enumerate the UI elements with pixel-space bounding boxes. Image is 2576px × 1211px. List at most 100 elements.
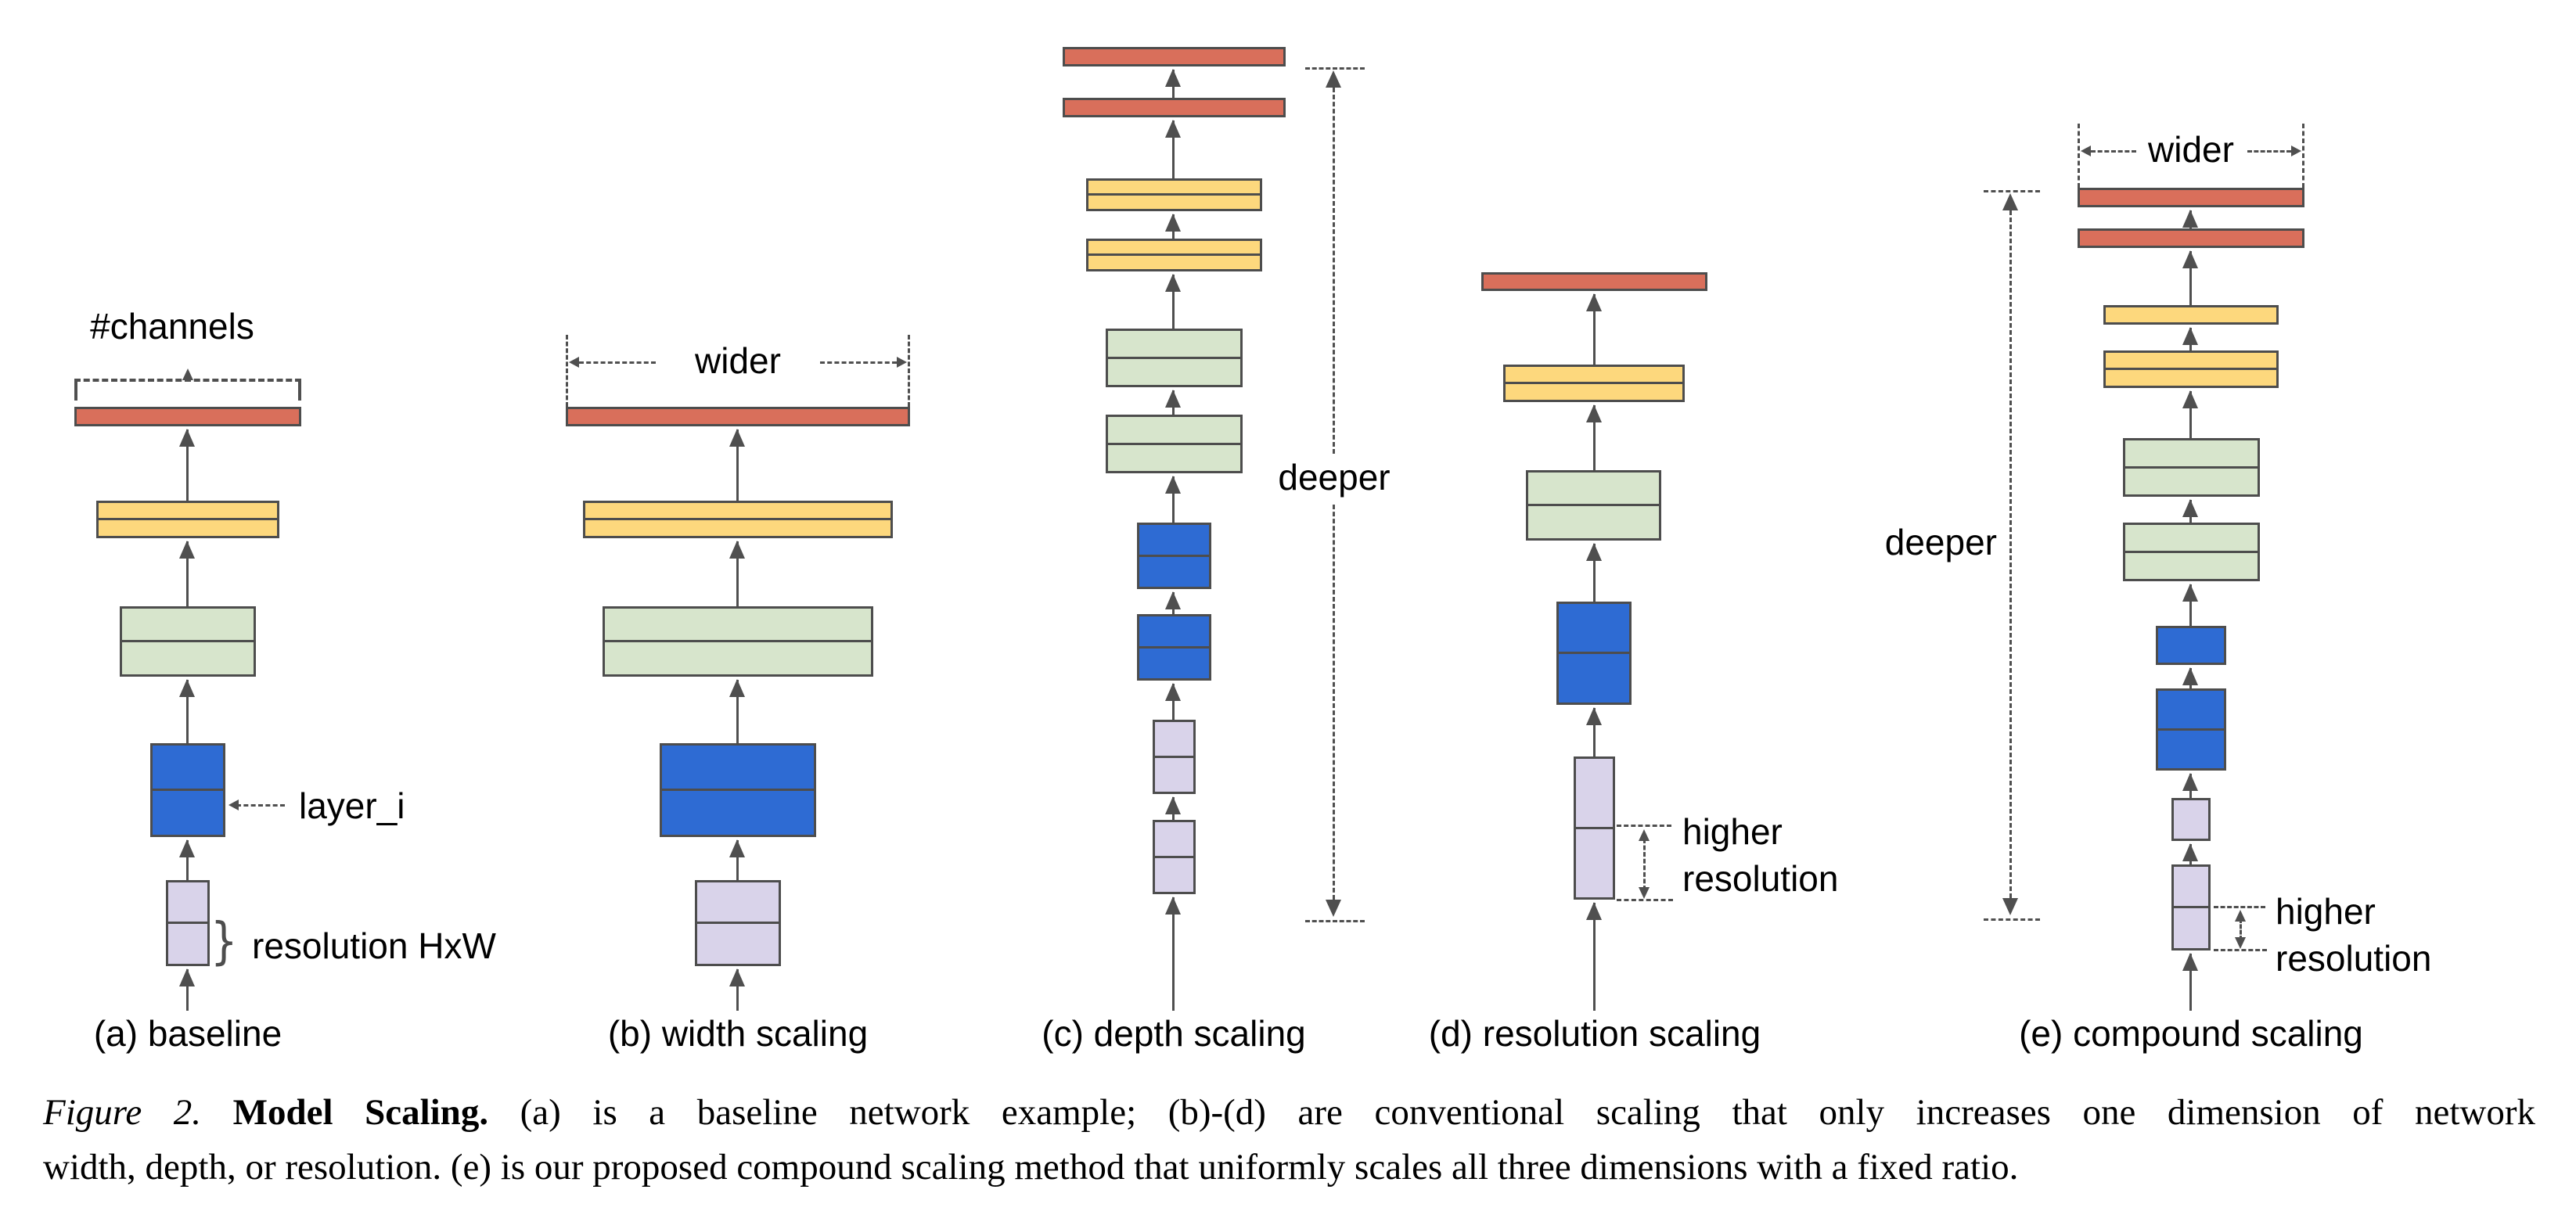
flow-arrow	[1586, 707, 1602, 756]
c-output-bar-2	[1063, 98, 1286, 117]
c-conv-layer-green	[1106, 329, 1243, 387]
caption-line-1: Figure 2. Model Scaling. (a) is a baseli…	[43, 1089, 2535, 1136]
higher-res-arrowhead-up-icon	[2235, 910, 2246, 922]
input-arrow	[179, 968, 195, 1011]
flow-arrow	[1165, 591, 1181, 614]
flow-arrow	[2182, 773, 2198, 798]
c-input-layer-2	[1153, 820, 1196, 894]
higher-res-arrow-line	[1643, 839, 1646, 890]
deeper-arrowhead-down-icon	[1326, 900, 1341, 917]
e-conv-layer-green	[2123, 438, 2260, 497]
flow-arrow	[729, 429, 745, 501]
flow-arrow	[2182, 210, 2198, 228]
wider-arrow-right-line	[2247, 150, 2291, 153]
higher-res-annotation-line2: resolution	[2276, 938, 2432, 979]
wider-arrowhead-left-icon	[2081, 146, 2091, 156]
higher-res-mid-dash	[2214, 906, 2265, 908]
flow-arrow	[1586, 293, 1602, 365]
flow-arrow	[179, 541, 195, 606]
wider-annotation: wider	[2148, 129, 2234, 170]
c-output-bar	[1063, 47, 1286, 66]
caption-line-2: width, depth, or resolution. (e) is our …	[43, 1144, 2535, 1191]
flow-arrow	[1165, 69, 1181, 98]
a-conv-layer-blue	[150, 743, 225, 837]
higher-res-arrow-line	[2240, 918, 2242, 940]
higher-res-arrowhead-up-icon	[1639, 829, 1650, 841]
panel-b-label: (b) width scaling	[607, 1013, 869, 1054]
d-conv-layer-blue	[1556, 602, 1632, 705]
panel-e-label: (e) compound scaling	[2019, 1013, 2363, 1054]
higher-res-annotation-line2: resolution	[1682, 858, 1839, 899]
deeper-arrowhead-down-icon	[2002, 898, 2018, 915]
flow-arrow	[179, 429, 195, 501]
deeper-line-upper	[1333, 88, 1335, 454]
deeper-top-cap	[1984, 190, 2040, 192]
flow-arrow	[1165, 796, 1181, 820]
flow-arrow	[2182, 390, 2198, 438]
e-conv-layer-blue-2	[2156, 688, 2226, 771]
a-input-layer	[166, 880, 210, 966]
wider-annotation: wider	[695, 340, 781, 381]
wider-arrow-left-line	[2091, 150, 2136, 153]
channels-bracket-caret-icon	[182, 368, 193, 380]
input-arrow	[1586, 902, 1602, 1011]
deeper-bottom-cap	[1984, 918, 2040, 921]
deeper-annotation: deeper	[1884, 522, 1997, 562]
input-arrow	[2182, 953, 2198, 1011]
flow-arrow	[1165, 274, 1181, 329]
deeper-arrowhead-up-icon	[1326, 70, 1341, 88]
d-fc-layer	[1503, 365, 1685, 402]
a-fc-layer	[96, 501, 279, 538]
b-conv-layer-blue	[660, 743, 816, 837]
flow-arrow	[179, 679, 195, 743]
c-conv-layer-blue	[1137, 523, 1211, 589]
panel-d-label: (d) resolution scaling	[1428, 1013, 1761, 1054]
flow-arrow	[1586, 543, 1602, 602]
c-input-layer	[1153, 720, 1196, 794]
e-fc-layer	[2103, 305, 2279, 325]
c-conv-layer-blue-2	[1137, 614, 1211, 681]
flow-arrow	[1165, 683, 1181, 720]
deeper-line	[2009, 210, 2012, 898]
e-conv-layer-green-2	[2123, 523, 2260, 581]
layer-annotation: layer_i	[299, 785, 405, 826]
b-input-layer	[695, 880, 781, 966]
d-conv-layer-green	[1526, 470, 1661, 541]
layer-pointer-arrowhead-icon	[228, 800, 239, 810]
d-input-layer	[1574, 756, 1615, 900]
panel-a-label: (a) baseline	[93, 1013, 282, 1054]
flow-arrow	[2182, 250, 2198, 305]
flow-arrow	[2182, 667, 2198, 688]
channels-bracket-line	[74, 379, 301, 382]
flow-arrow	[2182, 584, 2198, 626]
flow-arrow	[1165, 390, 1181, 415]
flow-arrow	[729, 839, 745, 880]
deeper-bottom-cap	[1305, 920, 1365, 922]
e-input-layer	[2171, 798, 2211, 841]
wider-arrowhead-right-icon	[2291, 146, 2301, 156]
higher-res-mid-dash	[1617, 825, 1671, 827]
caption-body-line1: (a) is a baseline network example; (b)-(…	[520, 1092, 2536, 1133]
channels-bracket-left-tick	[74, 380, 77, 401]
higher-res-bottom-dash	[1617, 899, 1673, 901]
e-output-bar-2	[2078, 228, 2304, 248]
figure-caption: Figure 2. Model Scaling. (a) is a baseli…	[43, 1089, 2535, 1191]
flow-arrow	[1165, 120, 1181, 178]
deeper-annotation: deeper	[1278, 457, 1391, 498]
wider-guide-right	[2302, 124, 2304, 188]
caption-figure-number: Figure 2.	[43, 1092, 201, 1133]
resolution-annotation: resolution HxW	[252, 925, 496, 966]
deeper-top-cap	[1305, 67, 1365, 70]
flow-arrow	[729, 541, 745, 606]
wider-arrow-right-line	[820, 361, 897, 364]
wider-arrow-left-line	[579, 361, 656, 364]
higher-res-arrowhead-down-icon	[2235, 937, 2246, 949]
channels-bracket-right-tick	[298, 380, 301, 401]
b-fc-layer	[583, 501, 893, 538]
deeper-arrowhead-up-icon	[2002, 193, 2018, 210]
higher-res-bottom-dash	[2214, 949, 2267, 951]
flow-arrow	[729, 679, 745, 743]
a-output-bar	[74, 407, 301, 426]
flow-arrow	[2182, 499, 2198, 523]
